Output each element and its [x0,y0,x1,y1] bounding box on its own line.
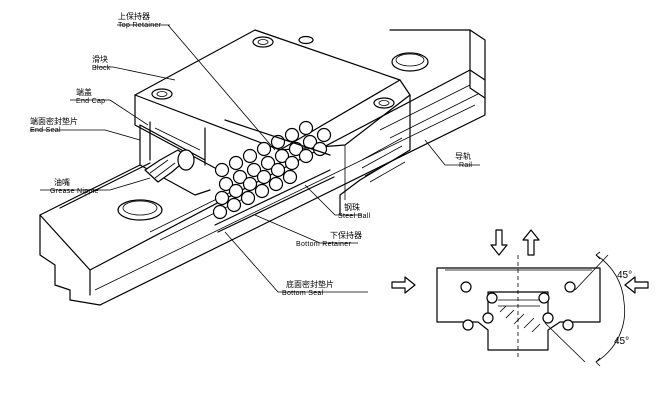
arrow-down-icon [490,229,508,256]
steel-ball [298,120,314,136]
label-grease-nipple-cn: 油嘴 [54,178,70,187]
steel-ball [242,148,258,164]
label-rail-en: Rail [459,162,473,169]
leader-lines [30,24,480,293]
cross-section-view [436,251,626,367]
label-top-retainer-en: Top Retainer [118,22,162,29]
label-bottom-seal: 底面密封垫片 Bottom Seal [282,280,334,298]
label-end-seal: 端面密封垫片 End Seal [30,117,78,135]
steel-ball [256,169,272,185]
label-bottom-retainer-en: Bottom Retainer [296,241,352,248]
label-end-seal-cn: 端面密封垫片 [30,117,78,126]
arrow-left-icon [624,276,649,294]
load-arrows [391,229,649,294]
steel-ball [284,155,300,171]
label-top-retainer-cn: 上保持器 [118,12,150,21]
label-steel-ball: 钢珠 Steel Ball [338,203,371,221]
steel-ball [288,141,304,157]
steel-ball [228,155,244,171]
label-bottom-retainer-cn: 下保持器 [330,231,362,240]
steel-ball [256,141,272,157]
steel-ball [242,176,258,192]
label-block: 滑块 Block [92,55,111,73]
steel-ball [270,162,286,178]
steel-ball [214,162,230,178]
steel-ball [228,183,244,199]
steel-ball [246,162,262,178]
steel-ball [212,204,228,220]
label-end-cap-cn: 端盖 [76,88,92,97]
label-bottom-seal-cn: 底面密封垫片 [286,280,334,289]
arrow-up-icon [522,229,540,256]
label-block-cn: 滑块 [92,55,108,64]
steel-ball [282,169,298,185]
label-steel-ball-en: Steel Ball [338,213,371,220]
grease-nipple [144,149,195,183]
label-end-cap: 端盖 End Cap [76,88,105,106]
steel-ball [260,155,276,171]
label-steel-ball-cn: 钢珠 [344,203,360,212]
steel-ball [240,190,256,206]
label-rail: 导轨 Rail [455,152,472,170]
label-rail-cn: 导轨 [455,152,471,161]
label-block-en: Block [92,65,111,72]
steel-ball [274,148,290,164]
angle-label-upper: 45° [617,270,633,281]
label-end-cap-en: End Cap [76,98,106,105]
steel-ball [268,176,284,192]
label-end-seal-en: End Seal [30,127,61,134]
end-cap [139,121,211,196]
steel-ball [218,176,234,192]
label-grease-nipple-en: Grease Nipple [50,188,99,195]
bottom-retainer [214,119,335,233]
steel-ball [254,183,270,199]
arrow-right-icon [391,276,416,294]
label-grease-nipple: 油嘴 Grease Nipple [50,178,99,196]
angle-label-lower: 45° [614,336,630,347]
steel-ball [316,127,332,143]
steel-ball [232,169,248,185]
steel-ball [284,127,300,143]
steel-ball [214,190,230,206]
label-bottom-retainer: 下保持器 Bottom Retainer [296,231,362,249]
label-top-retainer: 上保持器 Top Retainer [118,12,161,30]
steel-ball [298,148,314,164]
steel-ball [226,197,242,213]
label-bottom-seal-en: Bottom Seal [282,290,324,297]
